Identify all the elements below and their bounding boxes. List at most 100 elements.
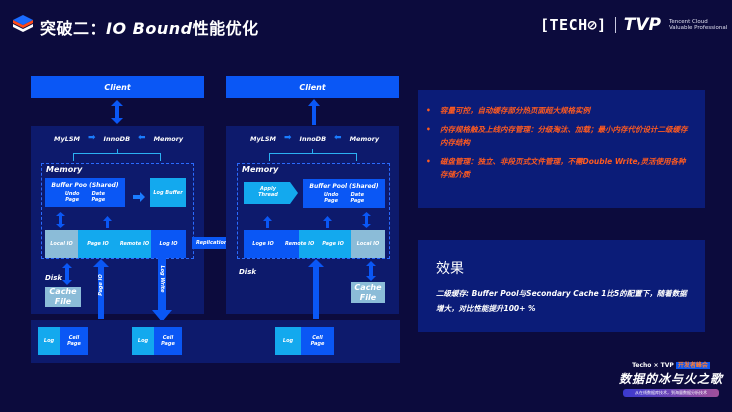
storage-log: Log	[43, 338, 55, 344]
io-log: Log IO	[151, 230, 186, 258]
primary-memory-label: Memory	[46, 165, 83, 174]
effect-body: 二级缓存: Buffer Pool与Secondary Cache 1比5的配置…	[436, 289, 687, 313]
engine-mylsm: MyLSM	[54, 134, 80, 143]
badge-title: 数据的冰与火之歌	[618, 372, 723, 386]
io-remote: Remote IO	[285, 241, 315, 247]
shared-storage-panel	[31, 320, 400, 363]
tvp-logo: TVP	[623, 15, 661, 35]
buffer-pool-label: Buffer Pool (Shared)	[309, 183, 379, 190]
feature-item: 内存规格触及上线内存管理：分级淘汰、加载；最小内存代价设计二级缓存内存结构	[418, 123, 705, 150]
primary-bracket-tick	[117, 149, 119, 154]
brand-divider	[614, 17, 616, 33]
arrow-up-icon	[103, 213, 112, 232]
replica-client: Client	[226, 76, 399, 98]
engine-mylsm: MyLSM	[250, 134, 276, 143]
arrow-right-icon	[133, 187, 145, 206]
replica-disk-label: Disk	[239, 268, 257, 276]
io-local: Local IO	[351, 230, 385, 258]
arrow-left-icon: ⬅	[334, 133, 342, 143]
primary-io-row: Local IO Page IO Remote IO Log IO	[45, 230, 186, 258]
replica-io-row: Loge IO Remote IO Page IO Local IO	[244, 230, 385, 258]
primary-client-double-arrow	[111, 100, 123, 128]
log-buffer: Log Buffer	[150, 178, 186, 207]
buffer-pool-label: Buffer Poo (Shared)	[51, 182, 119, 189]
tvp-line1: Tencent Cloud	[668, 18, 708, 25]
replica-engines: MyLSM ➡ InnoDB ⬅ Memory	[250, 134, 379, 143]
io-remote: Remote IO	[118, 230, 151, 258]
title-main: IO Bound	[106, 19, 193, 38]
io-remote-a	[282, 230, 299, 258]
title-suffix: 性能优化	[192, 19, 259, 38]
features-panel: 容量可控，自动缓存部分热页面超大规格实例 内存规格触及上线内存管理：分级淘汰、加…	[418, 90, 705, 208]
io-remote-page: Remote IO Page IO	[285, 230, 351, 258]
double-arrow-icon	[62, 263, 72, 289]
page-io-arrow-label: Page IO	[98, 274, 104, 296]
primary-engines: MyLSM ➡ InnoDB ⬅ Memory	[54, 134, 183, 143]
page-title: 突破二：IO Bound性能优化	[40, 15, 259, 39]
primary-client-label: Client	[104, 82, 131, 92]
io-local: Local IO	[45, 230, 78, 258]
arrow-up-icon	[323, 213, 332, 232]
tvp-subtitle: Tencent Cloud Valuable Professional	[669, 19, 727, 32]
arrow-right-icon: ➡	[284, 133, 292, 143]
page-io-up-arrow	[308, 259, 324, 323]
engine-innodb: InnoDB	[299, 134, 327, 143]
replica-memory-box	[237, 163, 390, 259]
arrow-up-icon	[263, 213, 272, 232]
tvp-line2: Valuable Professional	[668, 25, 728, 31]
feature-item: 容量可控，自动缓存部分热页面超大规格实例	[418, 104, 705, 118]
title-prefix: 突破二：	[40, 19, 107, 38]
replica-memory-label: Memory	[242, 165, 279, 174]
replica-bracket-tick	[312, 149, 314, 154]
primary-engine-bracket	[73, 153, 161, 161]
engine-innodb: InnoDB	[103, 134, 131, 143]
techo-logo: [TECH⊘]	[540, 16, 607, 34]
arrow-up-icon	[308, 99, 320, 129]
double-arrow-icon	[56, 212, 65, 232]
primary-client: Client	[31, 76, 204, 98]
log-buffer-label: Log Buffer	[153, 189, 183, 196]
replication-label: Replication	[196, 240, 228, 246]
brand-logos: [TECH⊘] TVP Tencent Cloud Valuable Profe…	[540, 15, 727, 35]
effect-title: 效果	[436, 261, 464, 277]
badge-top-right: 开发者峰会	[675, 362, 710, 369]
io-page: Page IO	[78, 230, 118, 258]
engine-memory: Memory	[153, 134, 184, 143]
io-log: Loge IO	[244, 230, 282, 258]
event-badge: Techo × TVP 开发者峰会 数据的冰与火之歌 从在线数据库技术，到海量数…	[615, 360, 727, 397]
arrow-right-icon: ➡	[88, 133, 96, 143]
primary-memory-box	[41, 163, 194, 259]
layers-icon	[12, 14, 34, 36]
storage-log: Log	[282, 338, 294, 344]
double-arrow-icon	[362, 212, 371, 232]
apply-thread	[244, 182, 298, 208]
log-write-arrow	[152, 258, 172, 326]
badge-top: Techo × TVP 开发者峰会	[615, 360, 727, 369]
primary-disk-label: Disk	[45, 274, 63, 282]
double-arrow-icon	[366, 261, 376, 285]
feature-list: 容量可控，自动缓存部分热页面超大规格实例 内存规格触及上线内存管理：分级淘汰、加…	[418, 104, 705, 182]
replica-engine-bracket	[269, 153, 357, 161]
engine-memory: Memory	[349, 134, 380, 143]
feature-item: 磁盘管理：独立、非段页式文件管理，不需Double Write,灵活使用各种存储…	[418, 155, 705, 182]
storage-log: Log	[137, 338, 149, 344]
io-page: Page IO	[322, 241, 344, 247]
arrow-left-icon: ⬅	[138, 133, 146, 143]
effect-panel: 效果 二级缓存: Buffer Pool与Secondary Cache 1比5…	[418, 240, 705, 332]
page-io-arrow	[93, 259, 109, 323]
log-write-arrow-label: Log Write	[159, 265, 165, 293]
badge-top-left: Techo × TVP	[632, 362, 674, 369]
